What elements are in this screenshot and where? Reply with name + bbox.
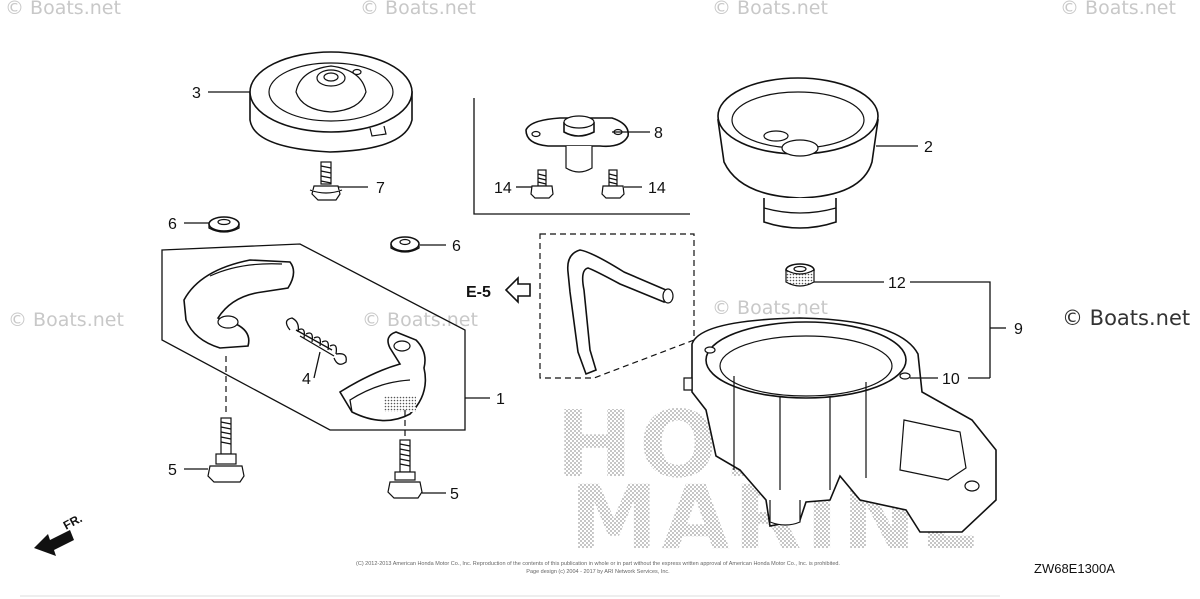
callout-7: 7 [376,180,385,197]
part-3-clutch-drum [249,51,413,153]
front-direction-indicator: FR. [34,511,84,556]
watermark: © Boats.net [712,297,828,319]
e5-label: E-5 [466,284,491,301]
arrow-left-icon [504,276,531,304]
watermark-row-top: © Boats.net © Boats.net © Boats.net © Bo… [5,0,1176,19]
part-6-washer-right [390,236,420,253]
part-9-gear-case [683,317,997,533]
copyright-line: (C) 2012-2013 American Honda Motor Co., … [356,561,840,567]
part-clutch-shoe-upper [183,259,295,349]
callout-14: 14 [494,180,512,197]
arrow-down-left-icon [34,530,74,556]
callout-12: 12 [888,275,906,292]
callout-4: 4 [302,371,311,388]
part-8-bearing-holder [525,115,629,173]
fr-label: FR. [61,511,85,532]
part-5-bolt-left [207,356,245,483]
part-5-bolt-right [387,410,423,499]
part-14-bolt-left [530,169,554,199]
watermark: © Boats.net [362,309,478,331]
callout-1: 1 [496,391,505,408]
watermark: © Boats.net [712,0,828,19]
callout-3: 3 [192,85,201,102]
part-14-bolt-right [601,169,625,199]
part-2-drum [717,77,879,229]
part-7-bolt [309,161,343,201]
callout-5: 5 [450,486,459,503]
watermark-row-mid: © Boats.net © Boats.net © Boats.net [8,297,828,331]
callout-14: 14 [648,180,666,197]
diagram-code: ZW68E1300A [1034,561,1115,576]
part-4-spring [285,317,347,365]
part-1-assembly-box [161,243,466,431]
callout-9: 9 [1014,321,1023,338]
page-design-line: Page design (c) 2004 - 2017 by ARI Netwo… [526,569,670,575]
callout-6: 6 [452,238,461,255]
hose-reference-box [539,233,695,379]
callout-8: 8 [654,125,663,142]
callout-10: 10 [942,371,960,388]
e5-reference: E-5 [466,276,531,304]
watermark: © Boats.net [5,0,121,19]
part-12-seal [785,263,815,287]
callout-6: 6 [168,216,177,233]
callout-5: 5 [168,462,177,479]
leader-lines [184,91,1006,494]
watermark: © Boats.net [1060,0,1176,19]
part-6-washer-left [208,216,240,233]
callout-2: 2 [924,139,933,156]
part-8-box [473,98,690,215]
part-clutch-shoe-lower [338,331,427,422]
callouts: 3 7 6 6 8 14 14 2 4 1 5 5 12 9 10 [168,85,1023,503]
watermark: © Boats.net [8,309,124,331]
footer: (C) 2012-2013 American Honda Motor Co., … [356,561,1115,576]
watermark-right: © Boats.net [1062,306,1190,330]
watermark: © Boats.net [360,0,476,19]
